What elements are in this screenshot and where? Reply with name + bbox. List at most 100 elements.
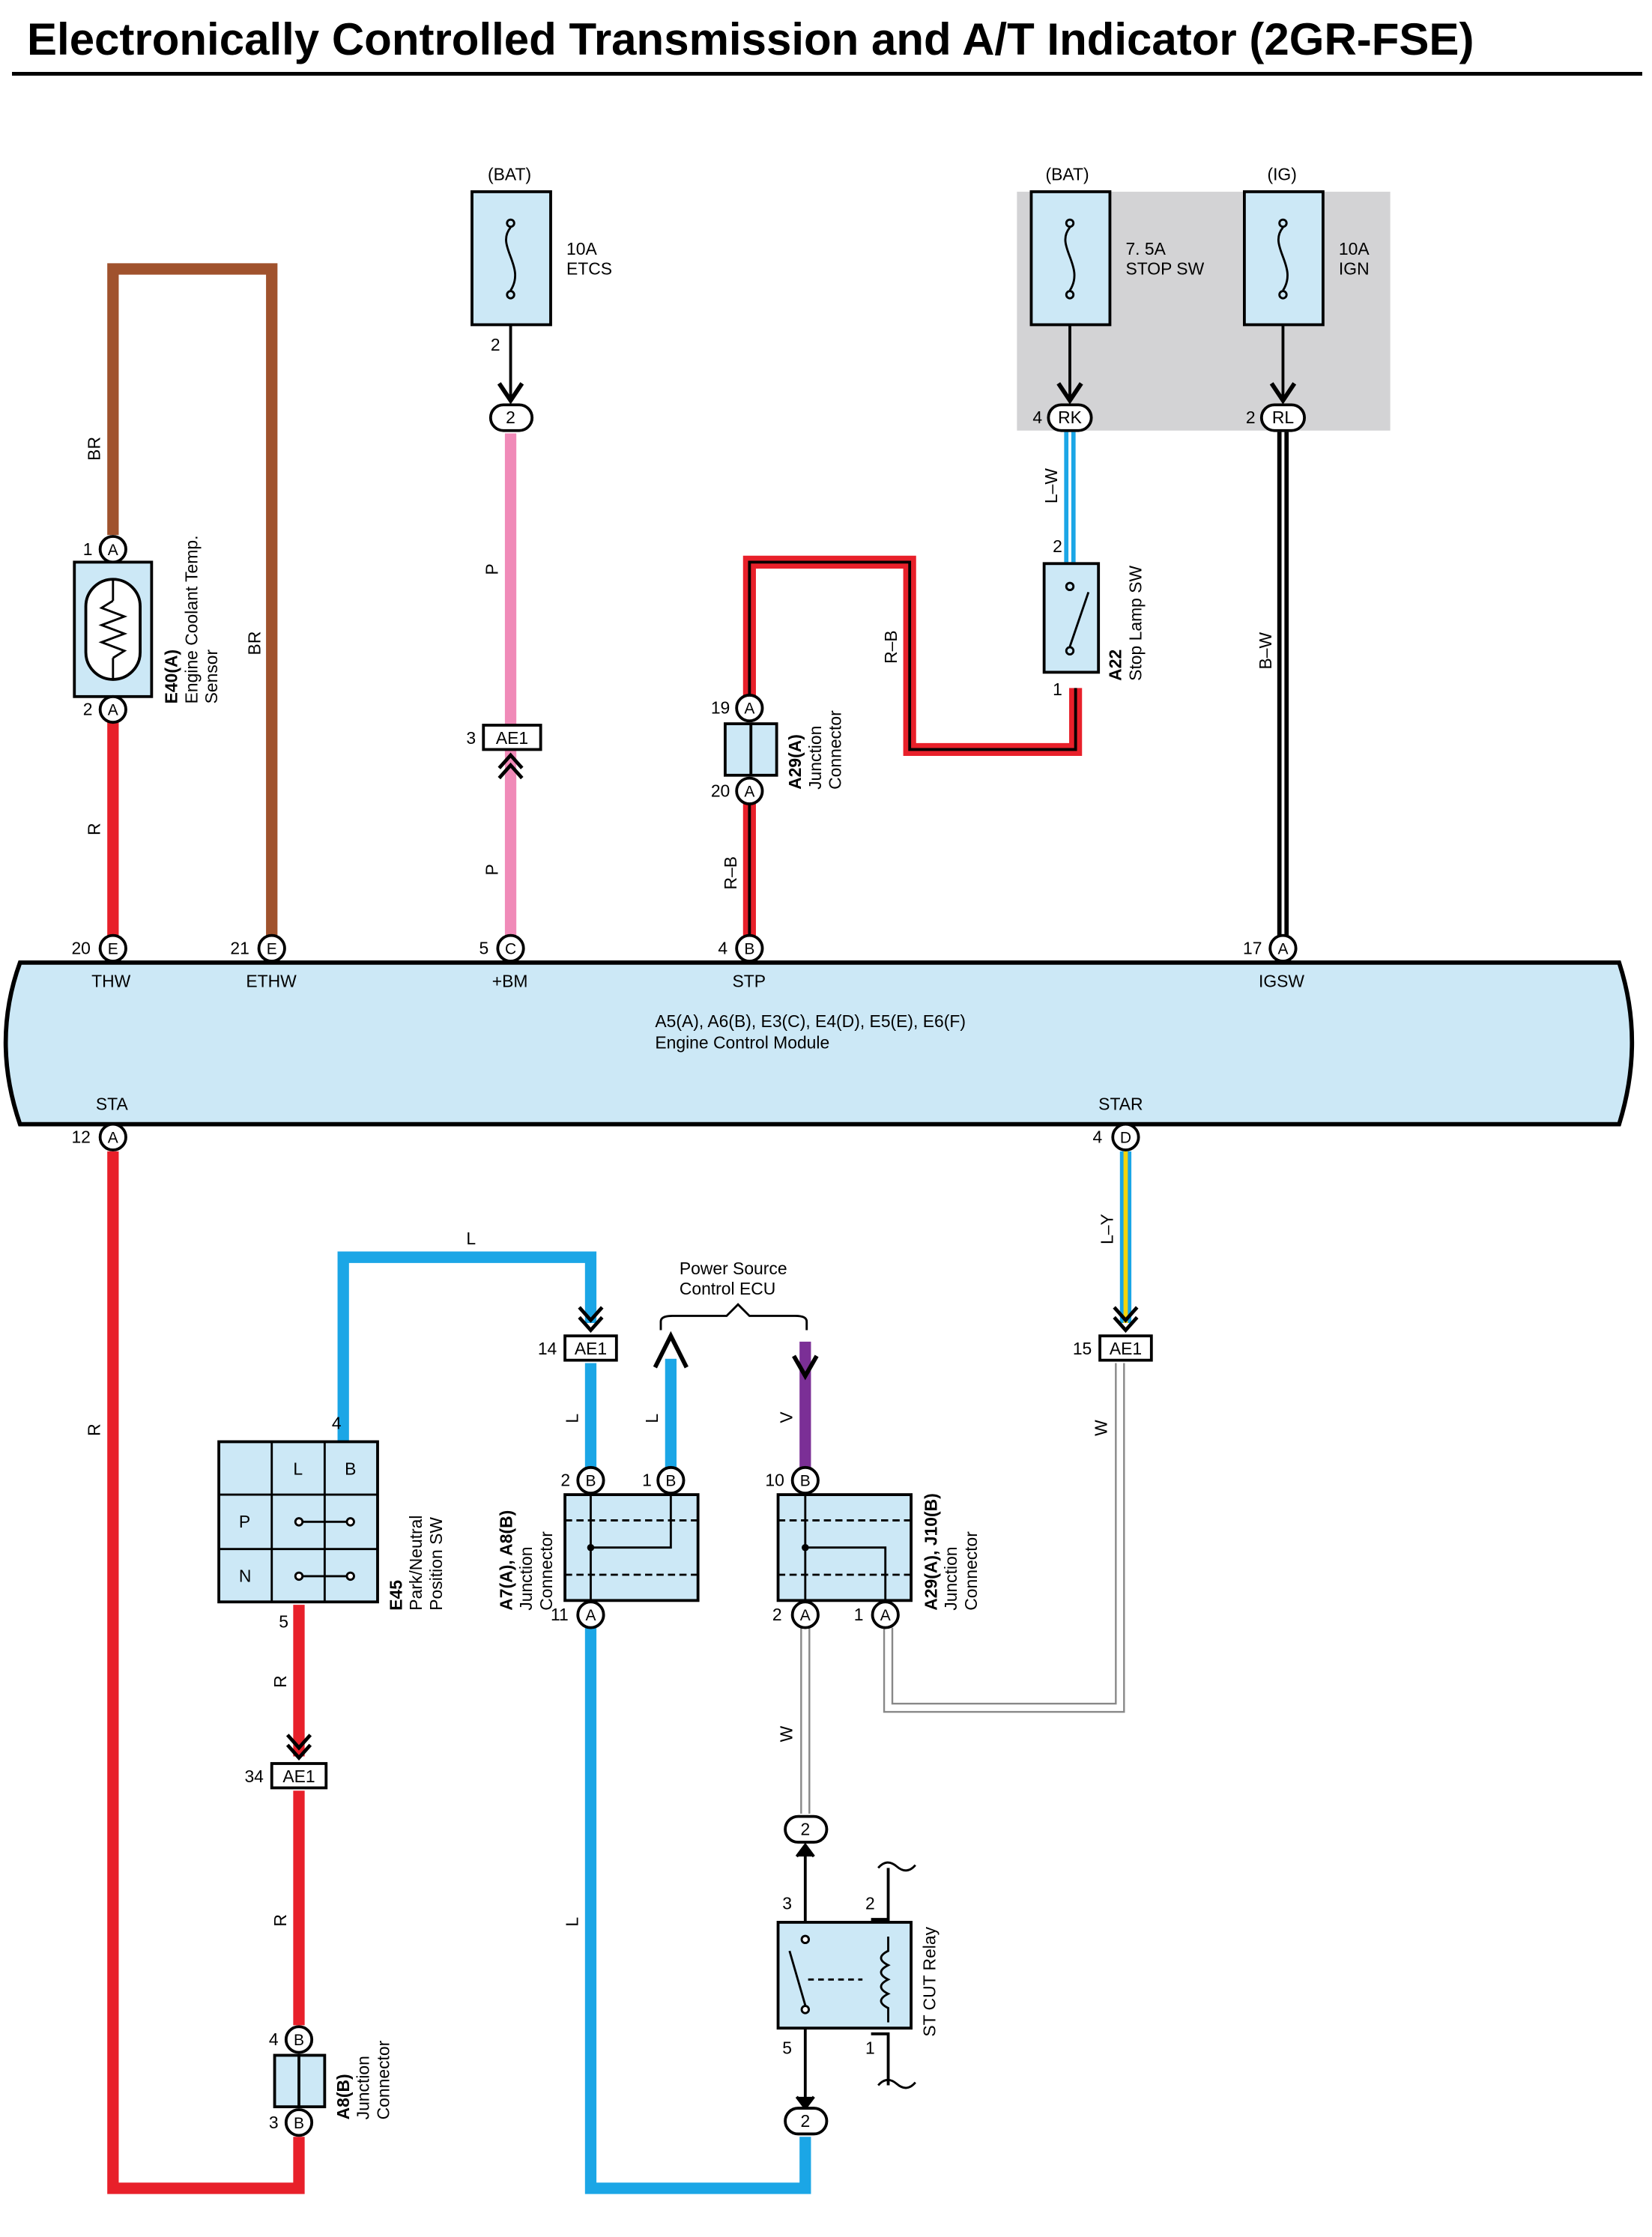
svg-text:L: L xyxy=(293,1459,303,1478)
svg-text:4: 4 xyxy=(269,2029,279,2049)
svg-text:Connector: Connector xyxy=(373,2040,393,2119)
svg-text:2: 2 xyxy=(800,2111,810,2131)
svg-text:Junction: Junction xyxy=(941,1546,960,1610)
svg-text:4: 4 xyxy=(1032,408,1042,427)
svg-text:A7(A), A8(B): A7(A), A8(B) xyxy=(496,1510,515,1611)
a8-junction-connector: B 4 B 3 A8(B) Junction Connector xyxy=(269,2025,393,2137)
svg-text:STP: STP xyxy=(732,971,766,990)
power-source-control-ecu: Power Source Control ECU xyxy=(653,1259,819,1381)
fuse-stop-sw-source: (BAT) xyxy=(1046,165,1089,184)
fuse-ign: (IG) 10A IGN xyxy=(1243,165,1370,405)
svg-text:B: B xyxy=(294,2115,304,2132)
svg-text:19: 19 xyxy=(711,698,730,718)
svg-text:STA: STA xyxy=(96,1095,129,1114)
svg-text:A: A xyxy=(108,702,118,719)
svg-text:A: A xyxy=(585,1607,596,1624)
svg-text:E: E xyxy=(108,940,118,957)
wire-label-p-upper: P xyxy=(482,563,501,575)
svg-text:14: 14 xyxy=(538,1339,557,1358)
svg-text:ST CUT Relay: ST CUT Relay xyxy=(920,1926,940,2036)
svg-text:A: A xyxy=(108,1129,118,1146)
wire-rb-inner xyxy=(748,560,1077,751)
wire-label-l-up: L xyxy=(642,1414,662,1423)
svg-text:2: 2 xyxy=(560,1471,570,1490)
svg-text:AE1: AE1 xyxy=(496,728,528,748)
svg-text:20: 20 xyxy=(711,781,730,800)
svg-text:Connector: Connector xyxy=(826,710,845,790)
svg-text:Connector: Connector xyxy=(961,1531,981,1611)
svg-text:21: 21 xyxy=(230,938,249,957)
fuse-ign-rating: 10A xyxy=(1339,239,1370,258)
wire-label-r-e45: R xyxy=(270,1675,290,1688)
svg-text:THW: THW xyxy=(91,971,131,990)
svg-text:Control ECU: Control ECU xyxy=(680,1279,775,1298)
svg-text:B: B xyxy=(585,1473,596,1490)
svg-text:Position SW: Position SW xyxy=(426,1517,446,1611)
wire-rb-outer xyxy=(742,555,1083,757)
svg-text:N: N xyxy=(239,1566,252,1586)
svg-text:3: 3 xyxy=(466,728,476,748)
svg-text:15: 15 xyxy=(1073,1339,1092,1358)
svg-text:E: E xyxy=(267,940,277,957)
wire-label-r-e40: R xyxy=(85,823,104,835)
svg-text:AE1: AE1 xyxy=(282,1767,315,1786)
wire-coil-top xyxy=(871,1868,890,1921)
svg-text:2: 2 xyxy=(1246,408,1256,427)
connector-2-relay-bottom: 2 xyxy=(784,2095,829,2136)
wire-label-br-right: BR xyxy=(244,632,264,656)
wire-l-top xyxy=(337,1251,597,1442)
svg-text:A: A xyxy=(800,1607,811,1624)
fuse-etcs: (BAT) 10A ETCS 2 xyxy=(471,165,612,405)
svg-text:4: 4 xyxy=(718,938,727,957)
engine-control-module: E 20 THW E 21 ETHW C 5 +BM B 4 STP A 17 … xyxy=(3,933,1635,1151)
svg-text:1: 1 xyxy=(1053,679,1062,699)
svg-text:A: A xyxy=(108,542,118,559)
svg-text:4: 4 xyxy=(1093,1127,1103,1146)
svg-text:Engine Coolant Temp.: Engine Coolant Temp. xyxy=(181,536,201,704)
svg-text:Junction: Junction xyxy=(805,726,825,790)
connector-2-relay-top: 2 xyxy=(784,1814,829,1858)
wire-br xyxy=(107,263,278,937)
st-cut-relay: 3 2 5 1 ST CUT Relay xyxy=(776,1861,940,2089)
svg-text:3: 3 xyxy=(782,1894,792,1913)
svg-text:4: 4 xyxy=(332,1413,342,1432)
svg-text:1: 1 xyxy=(865,2038,875,2058)
ecm-name: Engine Control Module xyxy=(655,1032,829,1052)
svg-text:B: B xyxy=(345,1459,356,1478)
wire-label-ly: L–Y xyxy=(1097,1214,1116,1244)
svg-text:1: 1 xyxy=(83,539,93,559)
svg-text:2: 2 xyxy=(506,408,515,427)
svg-text:2: 2 xyxy=(865,1894,875,1913)
connector-ae1-34: AE1 34 xyxy=(244,1734,328,1790)
svg-text:A22: A22 xyxy=(1106,650,1125,681)
svg-text:A: A xyxy=(744,783,754,800)
svg-text:RL: RL xyxy=(1272,408,1294,427)
wire-label-rb-upper: R–B xyxy=(881,630,901,664)
svg-text:3: 3 xyxy=(269,2113,279,2132)
svg-text:B: B xyxy=(744,940,754,957)
svg-text:ETHW: ETHW xyxy=(246,971,297,990)
svg-text:A: A xyxy=(880,1607,891,1624)
svg-text:Sensor: Sensor xyxy=(202,649,221,703)
connector-rk: RK 4 xyxy=(1032,403,1093,432)
svg-text:1: 1 xyxy=(642,1471,652,1490)
svg-text:Junction: Junction xyxy=(516,1546,536,1610)
svg-text:11: 11 xyxy=(551,1605,569,1624)
fuse-stop-sw-rating: 7. 5A xyxy=(1125,239,1166,258)
svg-text:A29(A): A29(A) xyxy=(785,734,805,790)
connector-rl: RL 2 xyxy=(1246,403,1306,432)
svg-text:Connector: Connector xyxy=(536,1531,556,1611)
svg-text:STAR: STAR xyxy=(1098,1095,1143,1114)
ecm-terminal-igsw: A 17 IGSW xyxy=(1243,933,1304,990)
wire-label-l-long: L xyxy=(562,1917,581,1927)
wire-label-rb-lower: R–B xyxy=(721,856,740,890)
ecm-terminal-bm: C 5 +BM xyxy=(479,933,527,990)
wire-label-r-sta: R xyxy=(85,1423,104,1436)
fuse-etcs-name: ETCS xyxy=(566,259,612,279)
connector-ae1-15: AE1 15 xyxy=(1073,1306,1153,1362)
wire-label-l-ae1: L xyxy=(562,1414,581,1423)
fuse-stop-sw-name: STOP SW xyxy=(1125,259,1204,279)
wire-l-long xyxy=(584,1627,811,2194)
wire-label-l-top: L xyxy=(466,1229,476,1248)
svg-text:D: D xyxy=(1120,1129,1131,1146)
